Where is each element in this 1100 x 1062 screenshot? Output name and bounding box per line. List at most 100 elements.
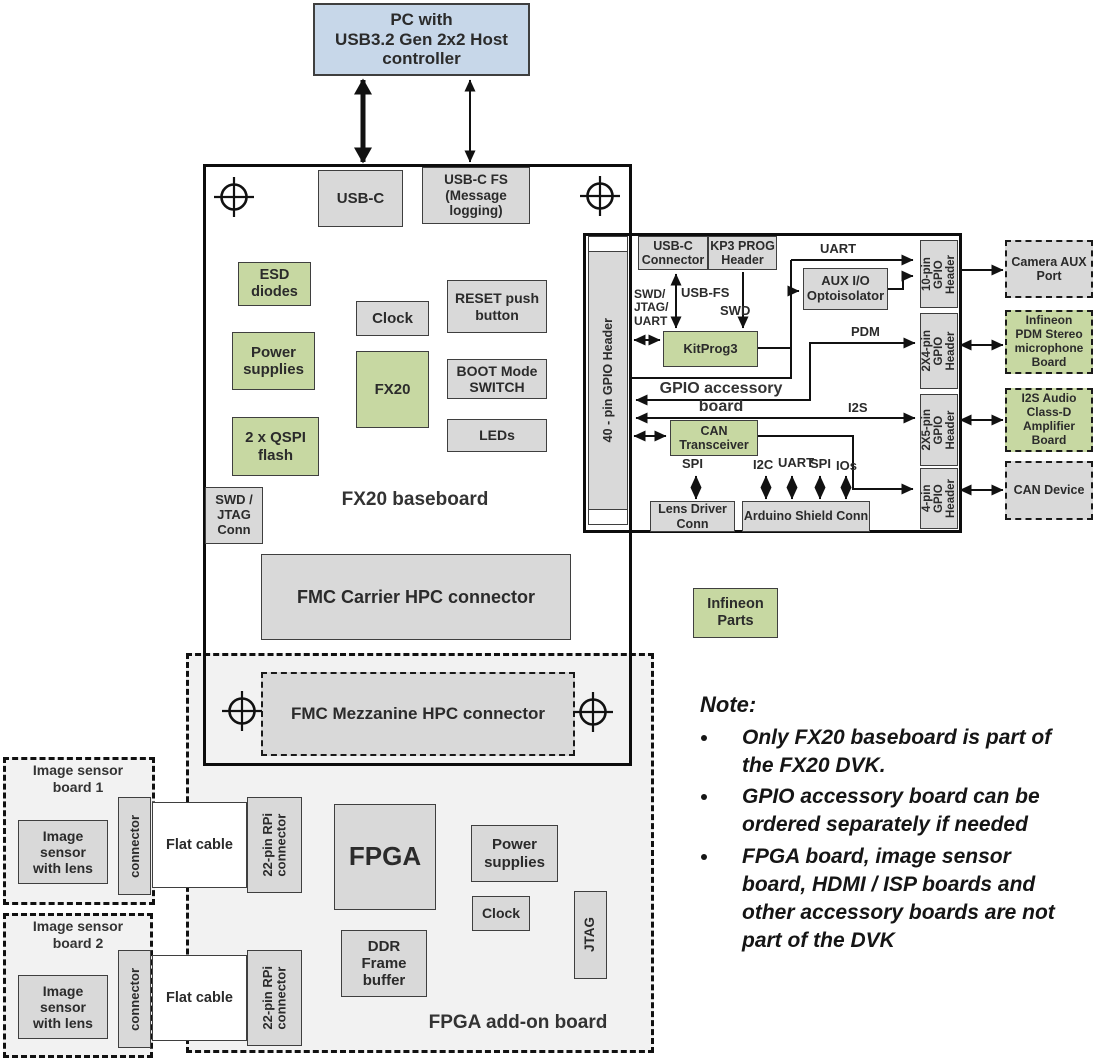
signal-pdm: PDM — [851, 324, 880, 339]
wire-pdm — [635, 337, 916, 406]
clock-label: Clock — [372, 309, 413, 327]
fpga-clock-box: Clock — [472, 896, 530, 931]
usbc-label: USB-C — [336, 189, 385, 207]
signal-uart: UART — [778, 455, 815, 470]
sensor-connector-1-label: connector — [126, 814, 142, 878]
lens-driver-conn-label: Lens Driver Conn — [658, 502, 727, 531]
gpio-2x4pin-header-label: 2X4-pin GPIO Header — [920, 330, 958, 372]
image-sensor-board-2-title: Image sensor board 2 — [32, 918, 124, 951]
power-supplies-box: Power supplies — [232, 332, 315, 390]
image-sensor-1-box: Image sensor with lens — [18, 820, 108, 884]
camera-aux-port-box: Camera AUX Port — [1005, 240, 1093, 298]
swd-jtag-conn-label: SWD / JTAG Conn — [215, 492, 253, 537]
rpi-connector-1-label: 22-pin RPi connector — [259, 813, 289, 877]
wire-can-right — [758, 435, 914, 495]
boot-switch-box: BOOT Mode SWITCH — [447, 359, 547, 399]
kp3-prog-header-label: KP3 PROG Header — [710, 238, 775, 267]
fx20-baseboard-title: FX20 baseboard — [341, 489, 489, 510]
crosshair-icon — [573, 692, 613, 732]
fpga-clock-label: Clock — [481, 905, 521, 922]
rpi-connector-2-label: 22-pin RPi connector — [259, 966, 289, 1030]
fx20-chip-box: FX20 — [356, 351, 429, 428]
power-supplies-label: Power supplies — [243, 343, 304, 378]
pdm-mic-board-box: Infineon PDM Stereo microphone Board — [1005, 310, 1093, 374]
gpio-usbc-connector-box: USB-C Connector — [638, 236, 708, 270]
can-transceiver-box: CAN Transceiver — [670, 420, 758, 456]
sensor-connector-2-label: connector — [126, 967, 142, 1031]
esd-diodes-label: ESD diodes — [251, 267, 298, 300]
can-transceiver-label: CAN Transceiver — [679, 423, 749, 452]
fx20-chip-label: FX20 — [374, 380, 411, 398]
gpio-40pin-header-label: 40 - pin GPIO Header — [600, 318, 615, 443]
gpio-2x5pin-header: 2X5-pin GPIO Header — [920, 394, 958, 466]
image-sensor-2-box: Image sensor with lens — [18, 975, 108, 1039]
fmc-carrier-box: FMC Carrier HPC connector — [261, 554, 571, 640]
kitprog3-label: KitProg3 — [683, 340, 738, 356]
pc-host-label: PC with USB3.2 Gen 2x2 Host controller — [335, 10, 508, 69]
esd-diodes-box: ESD diodes — [238, 262, 311, 306]
kp3-prog-header-box: KP3 PROG Header — [708, 236, 777, 270]
rpi-connector-2-box: 22-pin RPi connector — [247, 950, 302, 1046]
signal-usb-fs: USB-FS — [681, 285, 730, 300]
usbc-fs-label: USB-C FS (Message logging) — [444, 172, 508, 219]
note-bullet-3: FPGA board, image sensor board, HDMI / I… — [720, 843, 1070, 956]
note-heading: Note: — [700, 692, 757, 717]
boot-switch-label: BOOT Mode SWITCH — [456, 362, 538, 395]
gpio-10pin-header: 10-pin GPIO Header — [920, 240, 958, 308]
fpga-chip-box: FPGA — [334, 804, 436, 910]
fpga-power-supplies-label: Power supplies — [484, 836, 545, 871]
note-block: Note: Only FX20 baseboard is part of the… — [700, 692, 1070, 958]
pc-host-box: PC with USB3.2 Gen 2x2 Host controller — [313, 3, 530, 76]
leds-box: LEDs — [447, 419, 547, 452]
signal-i2c: I2C — [753, 457, 774, 472]
flat-cable-1-box: Flat cable — [152, 802, 247, 888]
image-sensor-1-label: Image sensor with lens — [33, 827, 93, 877]
arduino-shield-conn-label: Arduino Shield Conn — [743, 509, 869, 524]
fmc-carrier-label: FMC Carrier HPC connector — [296, 586, 536, 607]
rpi-connector-1-box: 22-pin RPi connector — [247, 797, 302, 893]
signal-swd-jtag-uart: SWD/ JTAG/ UART — [634, 287, 669, 328]
ddr-frame-buffer-box: DDR Frame buffer — [341, 930, 427, 997]
fpga-board-title: FPGA add-on board — [428, 1012, 608, 1033]
wire-aux-out — [888, 270, 914, 290]
i2s-amp-board-box: I2S Audio Class-D Amplifier Board — [1005, 388, 1093, 452]
gpio-usbc-connector-label: USB-C Connector — [641, 238, 705, 267]
gpio-4pin-header: 4-pin GPIO Header — [920, 468, 958, 529]
image-sensor-2-label: Image sensor with lens — [33, 982, 93, 1032]
gpio-board-title: GPIO accessory board — [659, 380, 783, 415]
fmc-mezzanine-box: FMC Mezzanine HPC connector — [261, 672, 575, 756]
signal-spi: SPI — [810, 456, 831, 471]
flat-cable-2-box: Flat cable — [152, 955, 247, 1041]
signal-spi-lens: SPI — [682, 456, 703, 471]
note-bullet-2: GPIO accessory board can be ordered sepa… — [720, 783, 1070, 839]
flat-cable-2-label: Flat cable — [166, 989, 233, 1006]
fpga-jtag-label: JTAG — [582, 917, 598, 953]
qspi-flash-box: 2 x QSPI flash — [232, 417, 319, 476]
swd-jtag-conn-box: SWD / JTAG Conn — [205, 487, 263, 544]
reset-button-box: RESET push button — [447, 280, 547, 333]
clock-box: Clock — [356, 301, 429, 336]
sensor-connector-1-box: connector — [118, 797, 151, 895]
sensor-connector-2-box: connector — [118, 950, 151, 1048]
gpio-40pin-header: 40 - pin GPIO Header — [588, 236, 628, 525]
signal-ios: IOs — [836, 458, 857, 473]
image-sensor-board-1-title: Image sensor board 1 — [32, 762, 124, 795]
qspi-flash-label: 2 x QSPI flash — [245, 429, 306, 464]
pdm-mic-board-label: Infineon PDM Stereo microphone Board — [1014, 313, 1084, 369]
gpio-2x5pin-header-label: 2X5-pin GPIO Header — [920, 409, 958, 451]
crosshair-icon — [580, 176, 620, 216]
fpga-jtag-box: JTAG — [574, 891, 607, 979]
note-list: Only FX20 baseboard is part of the FX20 … — [700, 724, 1070, 955]
crosshair-icon — [222, 691, 262, 731]
fpga-chip-label: FPGA — [348, 841, 422, 872]
reset-button-label: RESET push button — [454, 290, 539, 323]
lens-driver-conn-box: Lens Driver Conn — [650, 501, 735, 532]
fmc-mezzanine-label: FMC Mezzanine HPC connector — [290, 704, 546, 724]
signal-uart-top: UART — [820, 241, 857, 256]
infineon-parts-label: Infineon Parts — [707, 596, 764, 629]
arduino-shield-conn-box: Arduino Shield Conn — [742, 501, 870, 532]
flat-cable-1-label: Flat cable — [166, 836, 233, 853]
camera-aux-port-label: Camera AUX Port — [1011, 254, 1087, 283]
kitprog3-box: KitProg3 — [663, 331, 758, 367]
